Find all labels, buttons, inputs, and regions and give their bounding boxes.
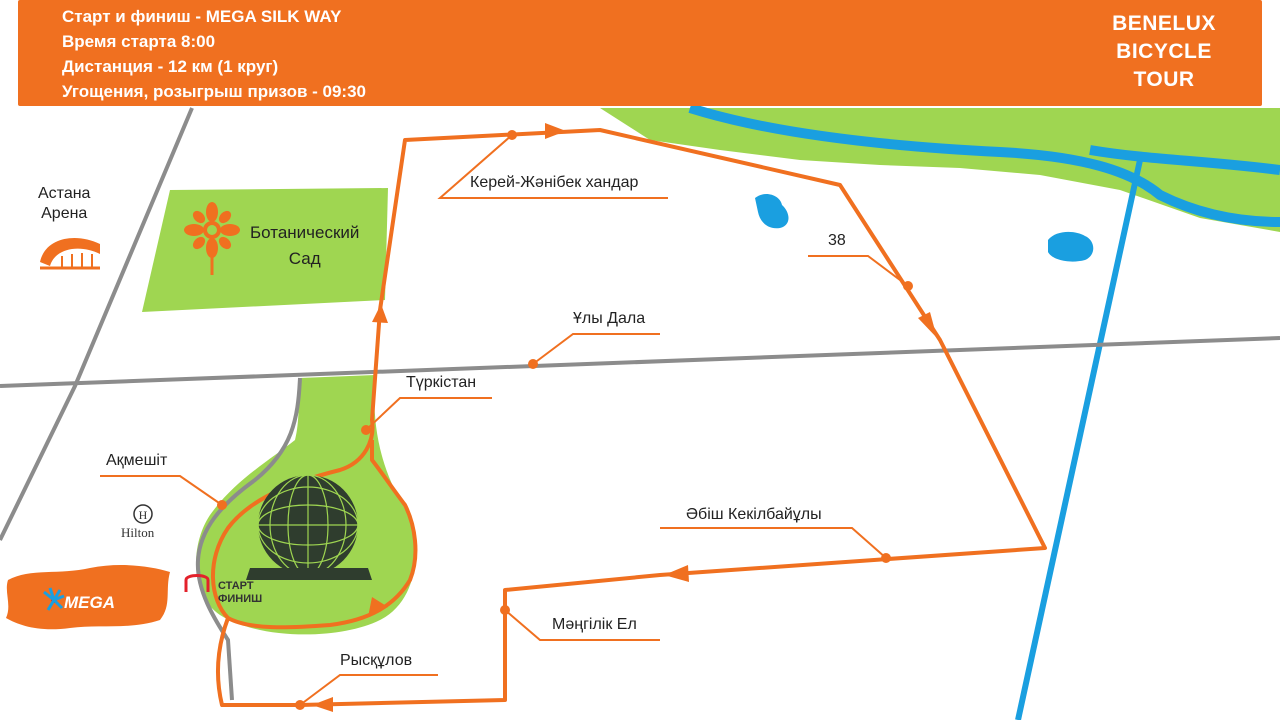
route-arrow-west-upper [664,565,689,582]
leader-akmeshit [100,475,223,506]
river-branch [1089,145,1280,175]
stadium-icon [40,238,100,270]
dot-mangilik [500,605,510,615]
canal [1015,159,1143,720]
mega-splash [6,565,170,630]
river-bank [600,108,1280,232]
leader-turkistan [365,397,492,431]
route-arrow-north [372,304,388,323]
astana-arena-label: Астана Арена [38,184,90,224]
street-label-uly-dala: Ұлы Дала [573,310,646,327]
lake-2 [1048,231,1094,262]
river [688,103,1280,227]
header-line-prizes: Угощения, розыгрыш призов - 09:30 [62,82,366,101]
park-edge-road [195,377,302,701]
hilton-label: Hilton [121,525,155,540]
street-label-kerei: Керей-Жәнібек хандар [470,174,639,191]
info-header: Старт и финиш - MEGA SILK WAY Время стар… [18,0,1262,106]
leader-38 [808,255,909,287]
botanical-line-2: Сад [288,249,321,268]
hilton-logo-icon: H [133,504,153,524]
street-label-ryskulov: Рысқұлов [340,652,413,669]
astana-arena-line-1: Астана [38,185,91,202]
dome-icon [246,474,372,580]
street-label-mangilik: Мәңгілік Ел [552,616,637,633]
dot-kerei [507,130,517,140]
leader-mangilik [504,609,660,641]
mega-logo-icon [43,587,65,611]
dot-turkistan [361,425,371,435]
leader-kerei [437,134,668,199]
botanical-garden-label: Ботанический Сад [250,220,359,272]
route-arrow-southeast [918,312,937,338]
road-left-diagonal [0,107,194,541]
street-label-38: 38 [828,232,846,249]
dot-abish [881,553,891,563]
brand-line-2: BICYCLE [1116,40,1212,63]
street-label-abish: Әбіш Кекілбайұлы [686,506,822,523]
start-finish-label: СТАРТ ФИНИШ [218,580,262,606]
street-label-akmeshit: Ақмешіт [106,452,168,469]
brand-line-1: BENELUX [1112,12,1216,35]
street-label-turkistan: Түркістан [406,374,477,391]
route-arrow-west-lower [312,697,333,712]
header-line-start-finish: Старт и финиш - MEGA SILK WAY [62,7,342,26]
astana-arena-line-2: Арена [41,205,88,222]
road-main-horizontal [0,336,1280,388]
bike-route [210,128,1047,707]
botanical-line-1: Ботанический [250,223,360,242]
leader-uly-dala [532,333,660,365]
mega-label: MEGA [64,593,115,612]
route-arrow-east [545,123,566,139]
header-line-distance: Дистанция - 12 км (1 круг) [62,57,279,76]
dot-akmeshit [217,500,227,510]
start-label: СТАРТ [218,580,254,592]
header-line-start-time: Время старта 8:00 [62,32,216,51]
lake-1 [755,194,789,229]
finish-label: ФИНИШ [218,593,263,605]
dot-38 [903,281,913,291]
leader-ryskulov [299,674,438,706]
route-arrow-park [368,597,388,617]
svg-text:H: H [139,508,148,522]
brand-line-3: TOUR [1133,68,1195,91]
dot-uly-dala [528,359,538,369]
leader-abish [660,527,887,559]
brand-logo: BENELUX BICYCLE TOUR [1028,6,1238,100]
dot-ryskulov [295,700,305,710]
flower-icon [184,202,240,275]
start-finish-marker-icon [184,574,210,592]
